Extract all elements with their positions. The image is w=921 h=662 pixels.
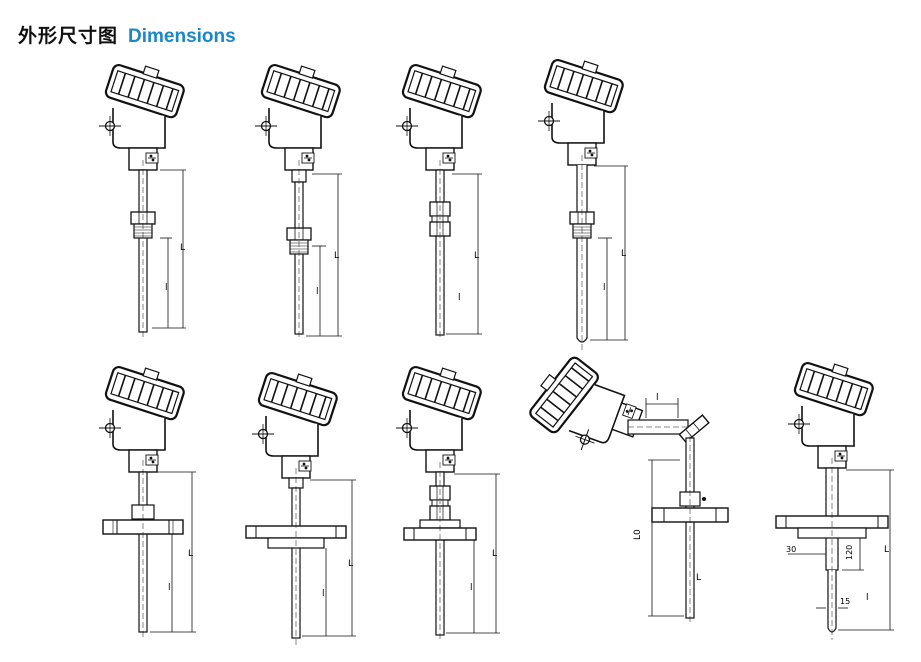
- dim-label-120: 120: [845, 545, 854, 560]
- dim-label-l: l: [322, 589, 325, 599]
- title-chinese: 外形尺寸图: [18, 25, 119, 47]
- dim-label-L: L: [348, 559, 353, 569]
- dim-label-l: l: [656, 393, 659, 403]
- drawing-5-flange: L l: [97, 357, 196, 640]
- dim-label-l: l: [603, 283, 606, 293]
- dim-label-L0: L0: [633, 529, 643, 540]
- dim-label-l: l: [316, 287, 319, 297]
- dim-label-L: L: [492, 549, 497, 559]
- dim-label-L: L: [474, 251, 479, 261]
- dim-label-L: L: [621, 249, 626, 259]
- drawing-4-closed-tip: L l: [536, 50, 628, 350]
- drawing-8-angled: l L0 L: [515, 342, 729, 625]
- drawing-3-union: L l: [394, 55, 486, 340]
- dim-label-L: L: [188, 549, 193, 559]
- drawing-7-flange-union: L l: [394, 357, 500, 642]
- dim-label-l: l: [866, 593, 869, 603]
- dim-label-l: l: [458, 293, 461, 303]
- dim-label-15: 15: [840, 597, 850, 606]
- dim-label-l: l: [168, 583, 171, 593]
- page-title: 外形尺寸图 Dimensions: [18, 21, 236, 47]
- dim-label-L: L: [180, 243, 185, 253]
- dim-label-L: L: [334, 251, 339, 261]
- dim-label-30: 30: [786, 545, 796, 554]
- dim-label-l: l: [470, 583, 473, 593]
- dim-label-L: L: [696, 573, 701, 583]
- drawing-9-stepped-tip: L 120 l 30 15: [775, 353, 894, 640]
- drawing-1-threaded: L l: [97, 55, 189, 338]
- drawing-6-flange: L l: [245, 363, 356, 645]
- title-english: Dimensions: [128, 26, 236, 47]
- dim-label-l: l: [165, 283, 168, 293]
- dim-label-L: L: [884, 545, 889, 555]
- drawing-2-threaded: L l: [253, 55, 345, 340]
